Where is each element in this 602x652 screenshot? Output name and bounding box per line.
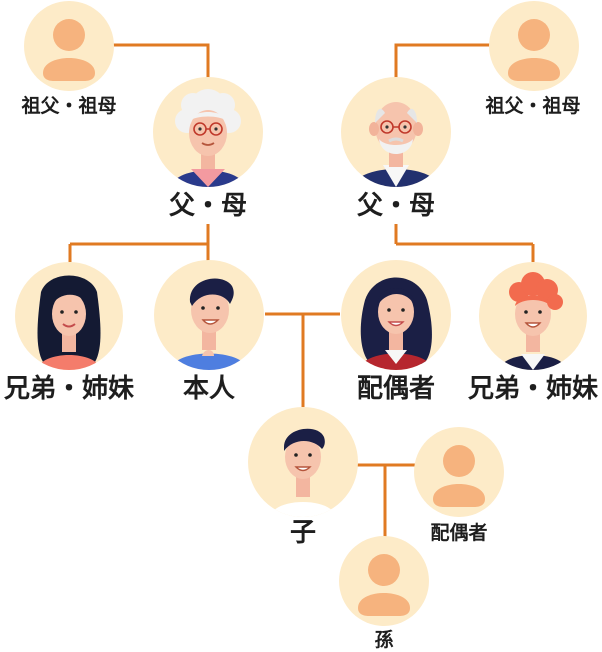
man-avatar-icon: [499, 272, 567, 370]
label-sibling-right: 兄弟・姉妹: [467, 374, 599, 404]
avatar-grandmother: [153, 77, 263, 187]
grandmother-avatar-icon: [171, 89, 245, 187]
person-placeholder-icon: [433, 445, 485, 507]
connector-left-parent: [68, 224, 210, 262]
avatar-grandfather: [341, 77, 451, 187]
avatar-grandchild: [339, 536, 429, 626]
label-paternal-grandparents: 祖父・祖母: [21, 95, 117, 117]
label-maternal-grandparents: 祖父・祖母: [485, 95, 581, 117]
connector-marriage: [265, 312, 340, 407]
person-placeholder-icon: [358, 554, 410, 616]
avatar-paternal-grandparent: [24, 1, 114, 91]
connector-tr-grandparent: [394, 43, 490, 78]
avatar-child: [248, 407, 358, 517]
label-sibling-left: 兄弟・姉妹: [3, 374, 135, 404]
avatar-child-spouse: [414, 427, 504, 517]
man-avatar-icon: [170, 278, 248, 370]
person-placeholder-icon: [508, 19, 560, 81]
label-self: 本人: [182, 374, 236, 404]
grandfather-avatar-icon: [353, 102, 439, 187]
connector-right-parent: [394, 224, 535, 262]
avatar-sibling-right: [479, 262, 587, 370]
label-father-parents: 父・母: [356, 191, 436, 221]
woman-avatar-icon: [359, 277, 433, 370]
boy-avatar-icon: [270, 428, 336, 517]
label-grandchild: 孫: [374, 629, 394, 651]
connector-child-spouse: [357, 463, 416, 538]
woman-avatar-icon: [37, 275, 101, 370]
label-spouse: 配偶者: [356, 374, 436, 404]
person-placeholder-icon: [43, 19, 95, 81]
label-child: 子: [289, 518, 317, 548]
avatar-spouse: [341, 260, 451, 370]
connector-tl-grandparent: [113, 43, 210, 78]
avatar-maternal-grandparent: [489, 1, 579, 91]
avatar-sibling-left: [15, 262, 123, 370]
avatar-self: [154, 260, 264, 370]
label-mother-parents: 父・母: [168, 191, 248, 221]
label-child-spouse: 配偶者: [430, 522, 488, 544]
